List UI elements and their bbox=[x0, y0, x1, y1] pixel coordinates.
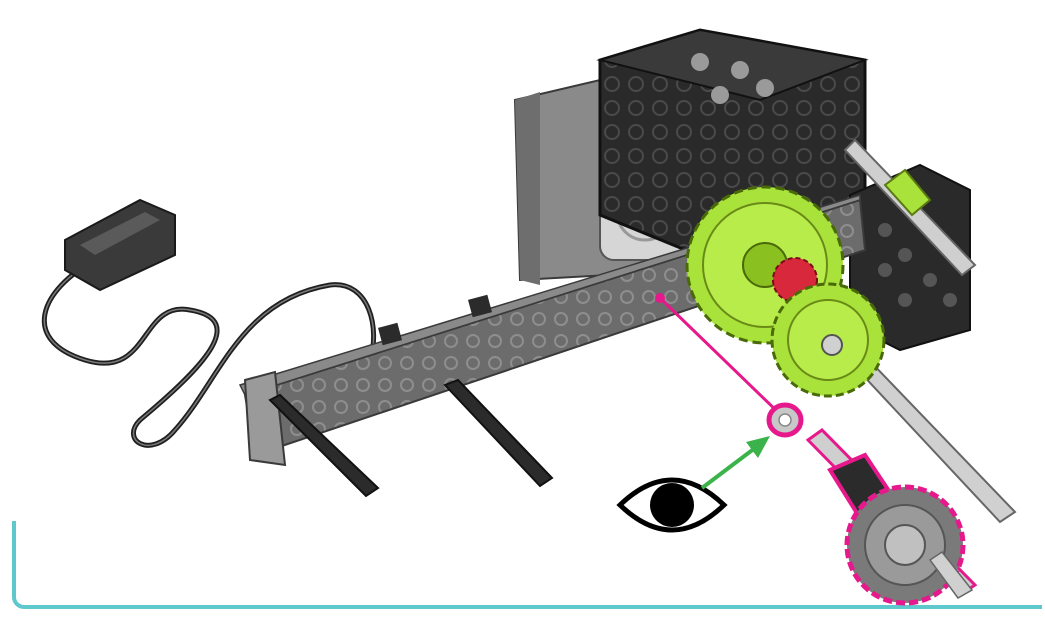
washer bbox=[769, 405, 801, 435]
arrow-icon bbox=[702, 436, 770, 488]
cable-connector bbox=[65, 200, 175, 290]
eye-icon bbox=[620, 480, 724, 530]
front-green-gear bbox=[772, 284, 884, 396]
